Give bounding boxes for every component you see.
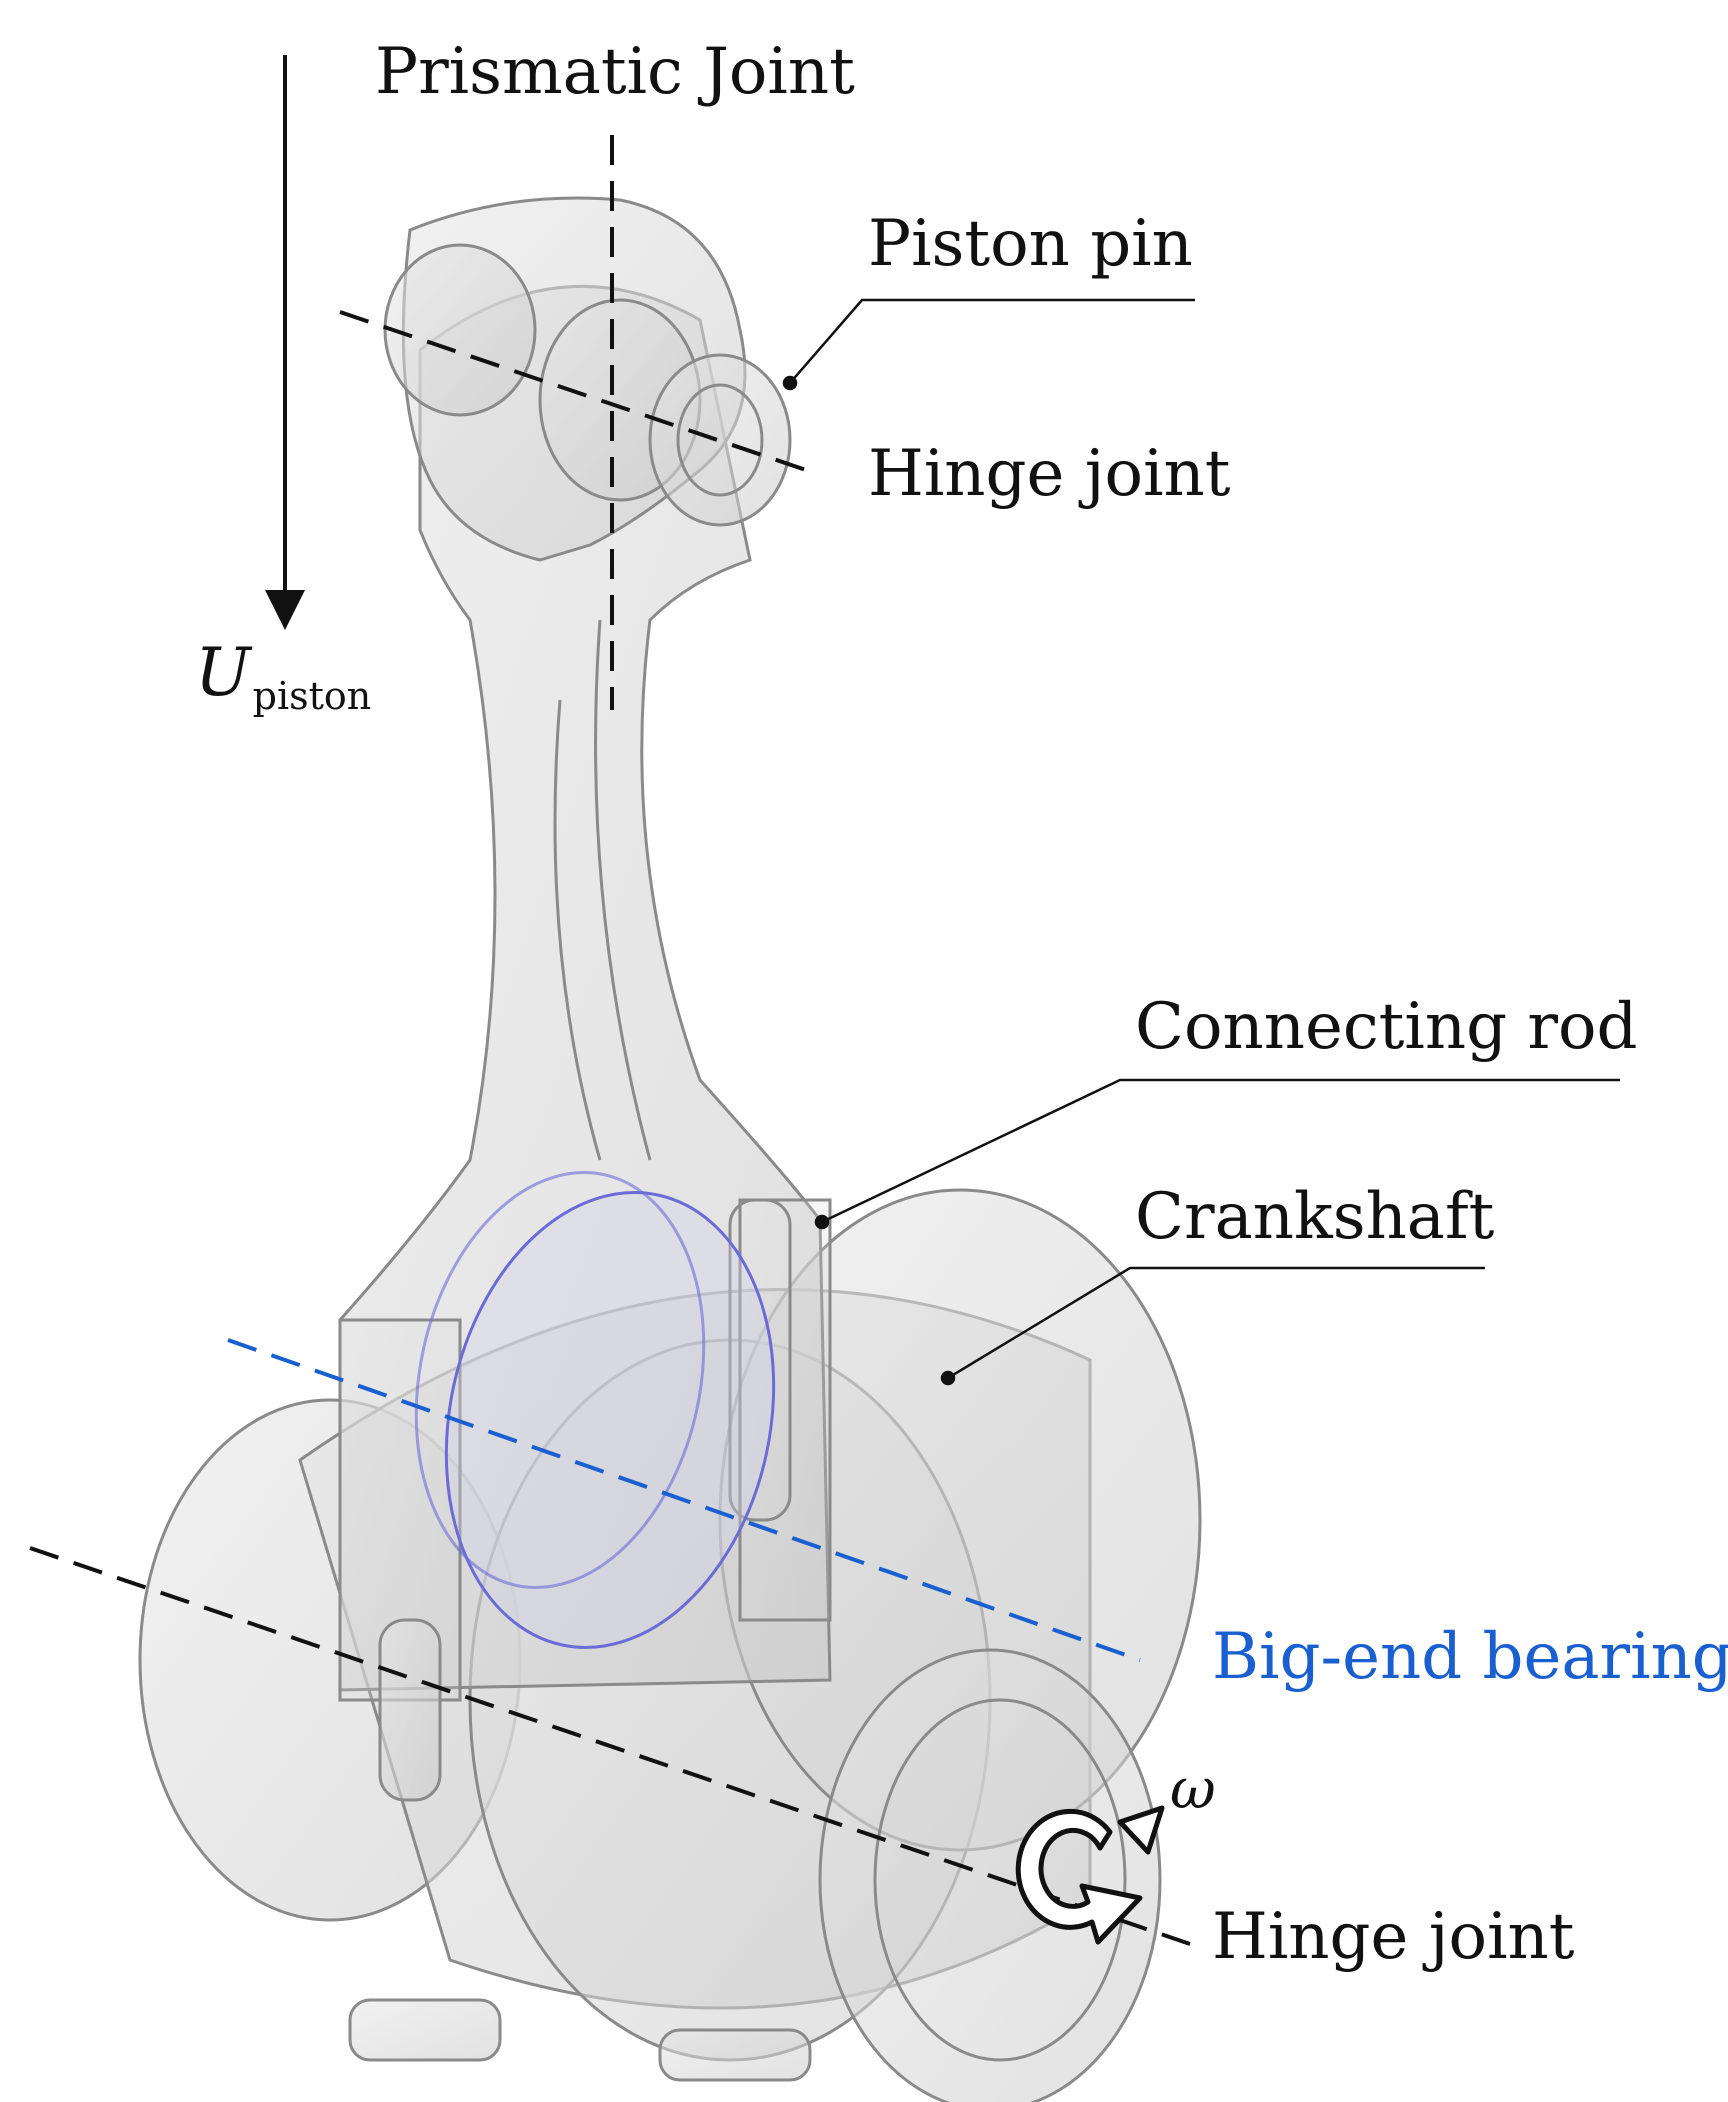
- big-end-bearing-ring: [414, 1171, 776, 1649]
- omega-symbol: ω: [1170, 1757, 1216, 1822]
- prismatic-joint-label: Prismatic Joint: [375, 35, 855, 109]
- crankshaft-leader: [947, 1266, 1485, 1380]
- piston-pin-label: Piston pin: [868, 207, 1193, 281]
- piston-pin-leader: [789, 298, 1195, 384]
- u-piston-symbol: Upiston: [195, 640, 371, 716]
- piston-pin-leader-dot: [782, 375, 798, 391]
- crankshaft-leader-dot: [940, 1370, 956, 1386]
- connecting-rod-leader-dot: [814, 1214, 830, 1230]
- hinge-joint-bottom-label: Hinge joint: [1212, 1900, 1575, 1974]
- u-piston-main: U: [195, 634, 251, 711]
- crankshaft-axis: [29, 1546, 1191, 1946]
- big-end-bearing-label: Big-end bearing: [1212, 1620, 1728, 1694]
- rotation-arrow-icon: [1015, 1805, 1165, 1945]
- big-end-bearing-axis: [227, 1338, 1141, 1662]
- piston-pin-body: [383, 196, 792, 562]
- u-piston-subscript: piston: [252, 674, 372, 718]
- piston-pin-axis: [339, 310, 807, 472]
- crankshaft-label: Crankshaft: [1135, 1180, 1495, 1254]
- connecting-rod-label: Connecting rod: [1135, 990, 1638, 1064]
- connecting-rod-body: [338, 284, 832, 1802]
- leader-lines: [782, 298, 1620, 1386]
- hinge-joint-top-label: Hinge joint: [868, 437, 1231, 511]
- connecting-rod-leader: [821, 1078, 1620, 1224]
